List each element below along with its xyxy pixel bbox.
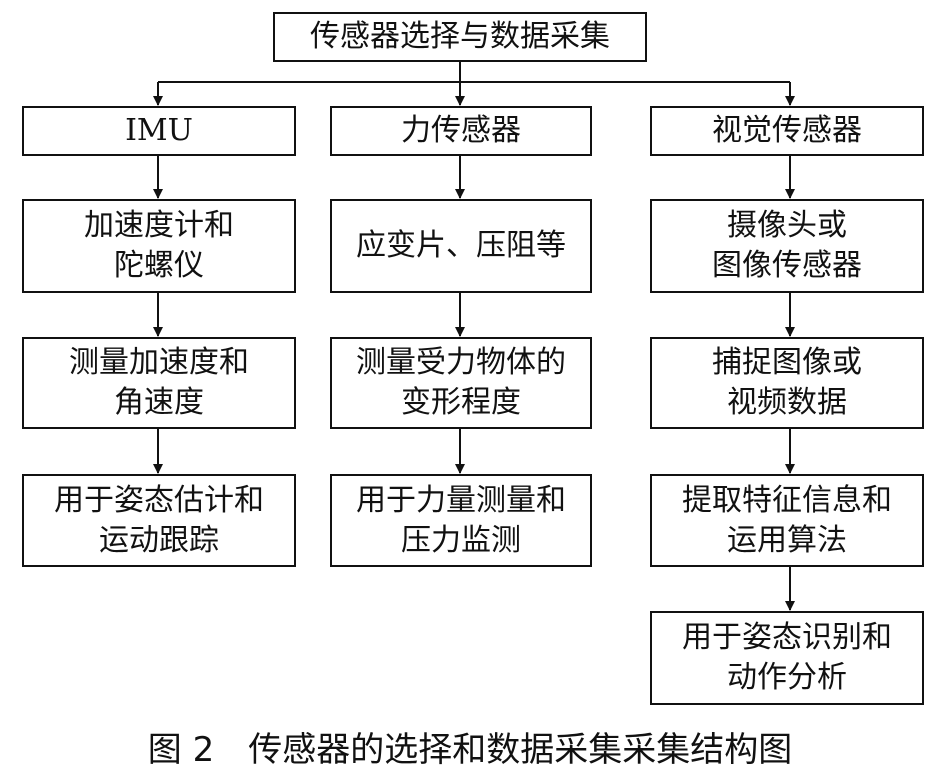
force-step-3-line-2: 压力监测 (401, 522, 521, 558)
vision-node: 视觉传感器 (650, 106, 924, 156)
force-step-2-line-2: 变形程度 (401, 385, 521, 420)
vision-step-3: 提取特征信息和 运用算法 (650, 474, 924, 567)
vision-step-1-line-2: 图像传感器 (712, 248, 862, 283)
force-step-3: 用于力量测量和 压力监测 (330, 474, 592, 567)
imu-step-2-line-2: 角速度 (114, 385, 204, 420)
imu-step-1-line-1: 加速度计和 (84, 208, 234, 243)
force-step-3-line-1: 用于力量测量和 (356, 482, 566, 518)
imu-step-1: 加速度计和 陀螺仪 (22, 199, 296, 293)
imu-step-2: 测量加速度和 角速度 (22, 337, 296, 429)
root-label: 传感器选择与数据采集 (310, 19, 610, 54)
vision-step-2: 捕捉图像或 视频数据 (650, 337, 924, 429)
vision-step-4: 用于姿态识别和 动作分析 (650, 611, 924, 705)
imu-step-2-line-1: 测量加速度和 (69, 345, 249, 380)
imu-step-3-line-1: 用于姿态估计和 (54, 482, 264, 518)
root-node: 传感器选择与数据采集 (273, 12, 647, 62)
vision-step-4-line-1: 用于姿态识别和 (682, 620, 892, 655)
imu-step-3-line-2: 运动跟踪 (99, 522, 219, 558)
force-label: 力传感器 (401, 113, 521, 148)
imu-step-1-line-2: 陀螺仪 (114, 248, 204, 283)
force-step-1: 应变片、压阻等 (330, 199, 592, 293)
vision-step-2-line-1: 捕捉图像或 (712, 345, 862, 380)
vision-step-3-line-2: 运用算法 (727, 522, 847, 558)
imu-step-3: 用于姿态估计和 运动跟踪 (22, 474, 296, 567)
vision-step-2-line-2: 视频数据 (727, 385, 847, 420)
vision-step-1: 摄像头或 图像传感器 (650, 199, 924, 293)
force-step-2-line-1: 测量受力物体的 (356, 345, 566, 380)
imu-node: IMU (22, 106, 296, 156)
force-step-2: 测量受力物体的 变形程度 (330, 337, 592, 429)
figure-caption: 图 2 传感器的选择和数据采集采集结构图 (147, 730, 793, 770)
vision-step-3-line-1: 提取特征信息和 (682, 482, 892, 518)
force-node: 力传感器 (330, 106, 592, 156)
imu-label: IMU (125, 113, 193, 148)
vision-step-1-line-1: 摄像头或 (727, 208, 847, 243)
force-step-1-line-1: 应变片、压阻等 (356, 228, 566, 263)
vision-step-4-line-2: 动作分析 (727, 660, 847, 695)
vision-label: 视觉传感器 (712, 113, 862, 148)
